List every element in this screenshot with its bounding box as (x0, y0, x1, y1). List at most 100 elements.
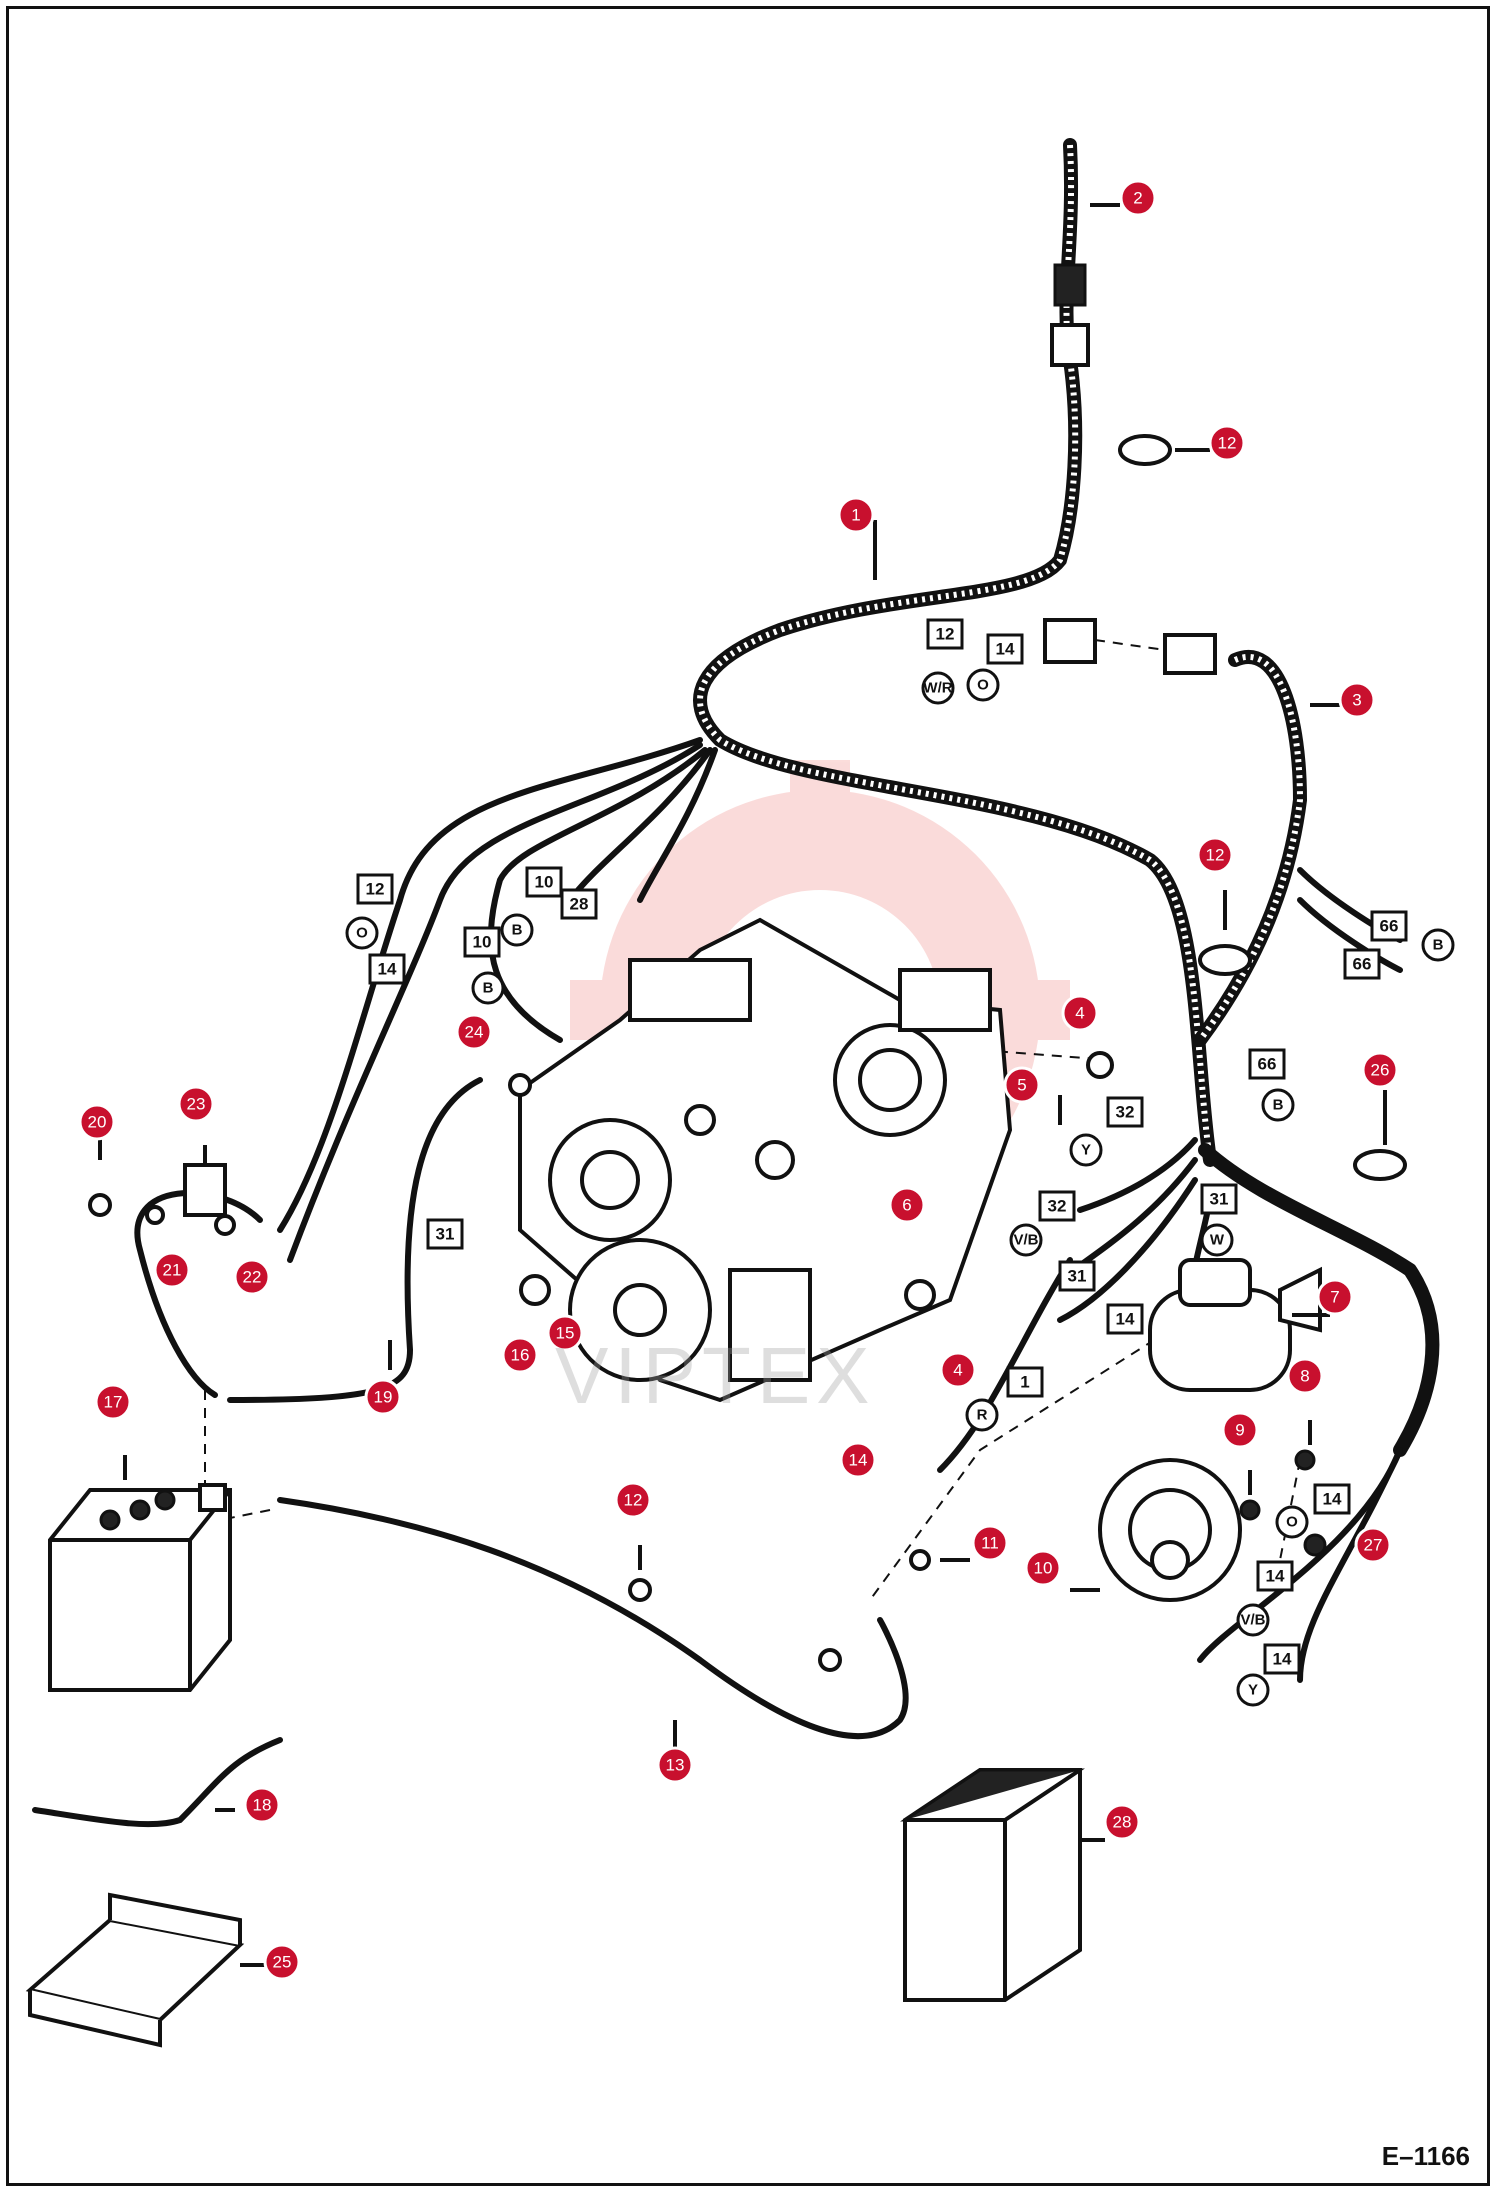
wire-tag: 14 (1106, 1303, 1144, 1335)
wire-tag: 31 (426, 1218, 464, 1250)
svg-text:14: 14 (1116, 1310, 1135, 1329)
callout-5: 5 (1003, 1066, 1041, 1104)
callout-6: 6 (888, 1186, 926, 1224)
svg-text:W/R: W/R (923, 680, 952, 697)
svg-text:28: 28 (1113, 1813, 1132, 1832)
drawing-code: E–1166 (1381, 2141, 1470, 2171)
callout-19: 19 (364, 1378, 402, 1416)
svg-text:66: 66 (1353, 955, 1372, 974)
wire-tag: 31 (1058, 1260, 1096, 1292)
svg-text:10: 10 (1034, 1559, 1053, 1578)
callout-22: 22 (233, 1258, 271, 1296)
wire-tag: 10 (463, 926, 501, 958)
wire-tag: 14 (1313, 1483, 1351, 1515)
svg-text:66: 66 (1380, 917, 1399, 936)
wire-color-ring: V/B (1009, 1223, 1043, 1257)
svg-text:25: 25 (273, 1953, 292, 1972)
svg-text:19: 19 (374, 1388, 393, 1407)
svg-text:4: 4 (953, 1361, 962, 1380)
svg-text:32: 32 (1048, 1197, 1067, 1216)
wire-color-ring: B (1421, 928, 1455, 962)
watermark-text: VIPTEX (555, 1331, 876, 1420)
callout-20: 20 (78, 1103, 116, 1141)
callout-7: 7 (1316, 1278, 1354, 1316)
callout-26: 26 (1361, 1051, 1399, 1089)
hold-down-rod (32, 1737, 283, 1828)
svg-text:12: 12 (936, 625, 955, 644)
battery-tray (25, 1892, 245, 2048)
callout-15: 15 (546, 1314, 584, 1352)
callout-9: 9 (1221, 1411, 1259, 1449)
callout-23: 23 (177, 1085, 215, 1123)
svg-text:O: O (1286, 1514, 1298, 1531)
starter-motor (1148, 1258, 1322, 1392)
svg-text:13: 13 (666, 1756, 685, 1775)
svg-text:B: B (1433, 937, 1444, 954)
wire-color-ring: O (1275, 1505, 1309, 1539)
svg-text:10: 10 (473, 933, 492, 952)
callout-4a: 4 (1061, 994, 1099, 1032)
svg-text:10: 10 (535, 873, 554, 892)
svg-text:8: 8 (1300, 1367, 1309, 1386)
callout-12c: 12 (614, 1481, 652, 1519)
svg-text:4: 4 (1075, 1004, 1084, 1023)
callout-13: 13 (656, 1746, 694, 1784)
callout-2: 2 (1119, 179, 1157, 217)
svg-text:14: 14 (1266, 1567, 1285, 1586)
svg-text:31: 31 (1210, 1190, 1229, 1209)
svg-text:B: B (512, 922, 523, 939)
callout-16: 16 (501, 1336, 539, 1374)
wire-tag: 14 (368, 953, 406, 985)
svg-text:28: 28 (570, 895, 589, 914)
svg-text:31: 31 (1068, 1267, 1087, 1286)
callout-17: 17 (94, 1383, 132, 1421)
callout-25: 25 (263, 1943, 301, 1981)
wire-color-ring: W/R (921, 671, 955, 705)
wire-tag: 10 (525, 866, 563, 898)
hardware-pieces (88, 1051, 1327, 1672)
svg-text:V/B: V/B (1240, 1612, 1265, 1629)
svg-text:27: 27 (1364, 1536, 1383, 1555)
branch-wires (134, 737, 909, 1739)
callout-10: 10 (1024, 1549, 1062, 1587)
wire-tag: 14 (986, 633, 1024, 665)
svg-text:15: 15 (556, 1324, 575, 1343)
svg-text:22: 22 (243, 1268, 262, 1287)
svg-text:24: 24 (465, 1023, 484, 1042)
clamps (1118, 434, 1407, 1181)
svg-text:Y: Y (1081, 1142, 1091, 1159)
plug-connector (1043, 618, 1217, 675)
wire-tag: 12 (356, 873, 394, 905)
callout-3: 3 (1338, 681, 1376, 719)
callout-4b: 4 (939, 1351, 977, 1389)
svg-text:12: 12 (624, 1491, 643, 1510)
callout-14: 14 (839, 1441, 877, 1479)
callout-8: 8 (1286, 1357, 1324, 1395)
callout-27: 27 (1354, 1526, 1392, 1564)
svg-text:12: 12 (366, 880, 385, 899)
svg-text:1: 1 (1020, 1373, 1029, 1392)
manual-box (900, 1768, 1085, 2002)
wire-color-ring: B (1261, 1088, 1295, 1122)
svg-text:B: B (483, 980, 494, 997)
svg-text:26: 26 (1371, 1061, 1390, 1080)
wire-tag: 66 (1343, 948, 1381, 980)
wire-color-ring: B (471, 971, 505, 1005)
svg-text:O: O (977, 677, 989, 694)
svg-text:W: W (1210, 1232, 1225, 1249)
svg-text:32: 32 (1116, 1103, 1135, 1122)
callout-1: 1 (837, 496, 875, 534)
svg-text:9: 9 (1235, 1421, 1244, 1440)
wire-tag: 66 (1370, 910, 1408, 942)
svg-text:6: 6 (902, 1196, 911, 1215)
callout-24: 24 (455, 1013, 493, 1051)
wire-tag: 31 (1200, 1183, 1238, 1215)
svg-text:14: 14 (1273, 1650, 1292, 1669)
wire-color-ring: Y (1069, 1133, 1103, 1167)
svg-text:14: 14 (996, 640, 1015, 659)
svg-text:Y: Y (1248, 1682, 1258, 1699)
wire-tag: 14 (1256, 1560, 1294, 1592)
callout-28: 28 (1103, 1803, 1141, 1841)
wire-tag: 66 (1248, 1048, 1286, 1080)
wire-color-ring: B (500, 913, 534, 947)
